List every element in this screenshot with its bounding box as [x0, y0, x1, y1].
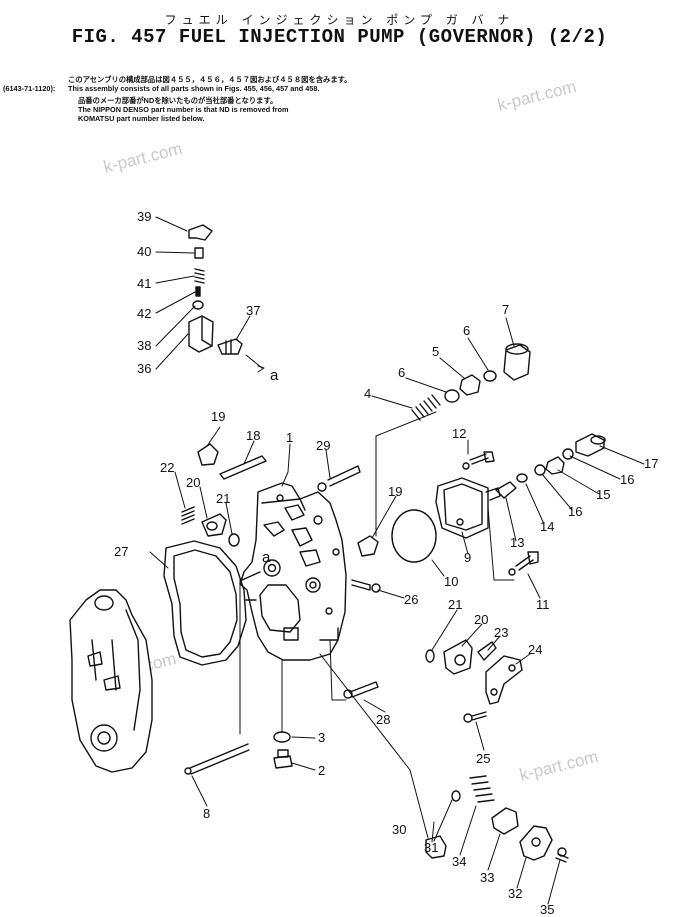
- callout-37: 37: [246, 303, 260, 318]
- gasket-27: [163, 540, 247, 666]
- callout-40: 40: [137, 244, 151, 259]
- callout-35: 35: [540, 902, 554, 917]
- callout-42: 42: [137, 306, 151, 321]
- callout-4: 4: [364, 386, 371, 401]
- callout-41: 41: [137, 276, 151, 291]
- callout-16-lower: 16: [568, 504, 582, 519]
- callout-39: 39: [137, 209, 151, 224]
- note-line-2: This assembly consists of all parts show…: [68, 84, 320, 93]
- callout-33: 33: [480, 870, 494, 885]
- callout-8: 8: [203, 806, 210, 821]
- callout-23: 23: [494, 625, 508, 640]
- callout-25: 25: [476, 751, 490, 766]
- callout-21-left: 21: [216, 491, 230, 506]
- callout-2: 2: [318, 763, 325, 778]
- callout-32: 32: [508, 886, 522, 901]
- callout-38: 38: [137, 338, 151, 353]
- callout-a-top: a: [270, 367, 279, 384]
- callout-9: 9: [464, 550, 471, 565]
- callout-13: 13: [510, 535, 524, 550]
- note-jp-line-3: 品番のメーカ部番がNDを除いたものが当社部番となります。: [78, 96, 278, 105]
- callout-21-right: 21: [448, 597, 462, 612]
- parts: [181, 224, 606, 863]
- callout-26: 26: [404, 592, 418, 607]
- japanese-title: フュエル インジェクション ポンプ ガ バ ナ: [164, 13, 515, 27]
- callout-1: 1: [286, 430, 293, 445]
- callout-24: 24: [528, 642, 542, 657]
- leader-lines: [149, 216, 645, 905]
- callout-6-upper: 6: [463, 323, 470, 338]
- callout-6-lower: 6: [398, 365, 405, 380]
- callout-17: 17: [644, 456, 658, 471]
- callout-12: 12: [452, 426, 466, 441]
- callout-3: 3: [318, 730, 325, 745]
- note-jp-line-1: このアセンブリの構成部品は図４５５，４５６，４５７図および４５８図を含みます。: [68, 75, 352, 84]
- callout-a-mid: a: [262, 549, 271, 566]
- callout-19-right: 19: [388, 484, 402, 499]
- callout-27: 27: [114, 544, 128, 559]
- callout-18: 18: [246, 428, 260, 443]
- callout-28: 28: [376, 712, 390, 727]
- callout-36: 36: [137, 361, 151, 376]
- callout-20-left: 20: [186, 475, 200, 490]
- callout-34: 34: [452, 854, 466, 869]
- callout-14: 14: [540, 519, 554, 534]
- callout-30: 30: [392, 822, 406, 837]
- callout-29: 29: [316, 438, 330, 453]
- callout-15: 15: [596, 487, 610, 502]
- callout-5: 5: [432, 344, 439, 359]
- callout-31: 31: [424, 840, 438, 855]
- note-line-4: The NIPPON DENSO part number is that ND …: [78, 105, 289, 114]
- callout-22: 22: [160, 460, 174, 475]
- figure-title: FIG. 457 FUEL INJECTION PUMP (GOVERNOR) …: [71, 26, 608, 48]
- callout-16-upper: 16: [620, 472, 634, 487]
- note-line-5: KOMATSU part number listed below.: [78, 114, 205, 123]
- injection-pump-body: [69, 589, 153, 773]
- callout-7: 7: [502, 302, 509, 317]
- assembly-number: (6143-71-1120):: [3, 84, 56, 93]
- governor-housing: [239, 482, 347, 661]
- callout-11: 11: [536, 597, 550, 612]
- callout-20-right: 20: [474, 612, 488, 627]
- callout-19-upper: 19: [211, 409, 225, 424]
- callout-10: 10: [444, 574, 458, 589]
- callout-labels: 39 40 41 42 38 36 37 a 7 6 5 6 4 19 18 1…: [114, 209, 658, 917]
